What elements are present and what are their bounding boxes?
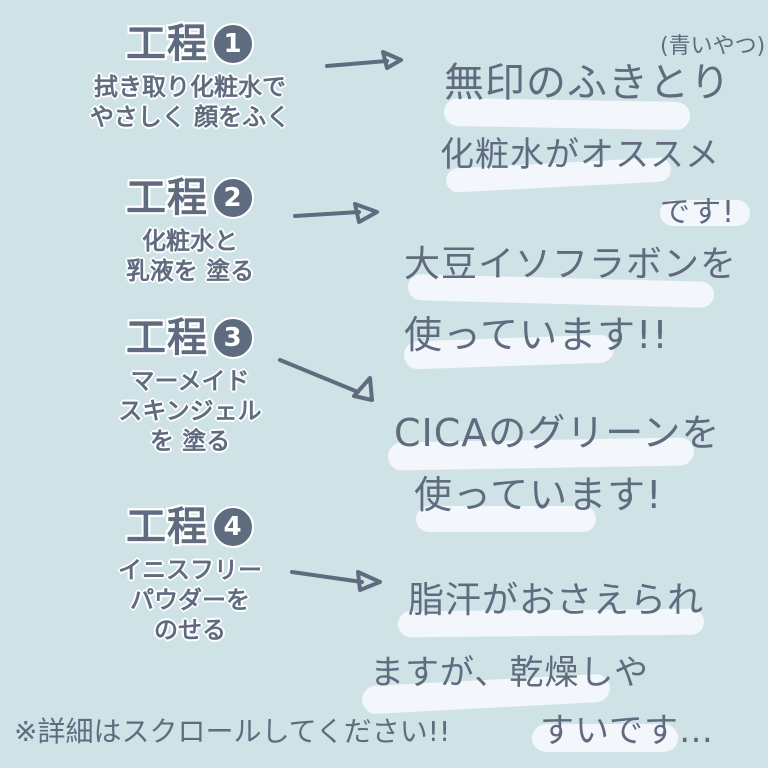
note-3-line-2: 使っています!	[414, 473, 663, 517]
highlight-stroke	[532, 724, 678, 752]
note-4-line-2: ますが、乾燥しや	[370, 653, 649, 693]
step-2-title: 工程 2	[40, 176, 340, 220]
step-3: 工程 3 マーメイド スキンジェル を 塗る	[40, 316, 340, 456]
step-2: 工程 2 化粧水と 乳液を 塗る	[40, 176, 340, 286]
note-4-line-1: 脂汗がおさえられ	[408, 580, 705, 621]
step-3-label: 工程	[126, 315, 208, 361]
step-2-number-badge: 2	[212, 177, 254, 219]
scroll-hint-footer: ※詳細はスクロールしてください!!	[14, 715, 451, 748]
step-3-number-badge: 3	[212, 317, 254, 359]
note-1-line-2: 化粧水がオススメ	[440, 135, 720, 175]
step-2-label: 工程	[126, 175, 208, 221]
right-arrow-icon	[278, 358, 374, 402]
note-3-line-1: CICAのグリーンを	[394, 411, 721, 455]
step-4: 工程 4 イニスフリー パウダーを のせる	[40, 505, 340, 645]
step-2-description: 化粧水と 乳液を 塗る	[125, 227, 255, 285]
right-arrow-icon	[293, 202, 379, 224]
note-2-line-1: 大豆イソフラボンを	[404, 244, 738, 285]
right-arrow-icon	[290, 570, 382, 592]
note-1-line-3: です!	[660, 195, 736, 230]
highlight-stroke	[660, 200, 750, 226]
step-4-number-badge: 4	[212, 506, 254, 548]
step-1: 工程 1 拭き取り化粧水で やさしく 顔をふく	[40, 22, 340, 132]
note-1-line-1: 無印のふきとり	[444, 60, 731, 106]
note-1-aside: (青いやつ)	[660, 34, 766, 59]
step-4-description: イニスフリー パウダーを のせる	[118, 556, 262, 644]
note-4-line-3: すいです…	[540, 711, 714, 751]
step-3-title: 工程 3	[40, 316, 340, 360]
step-4-title: 工程 4	[40, 505, 340, 549]
step-1-label: 工程	[126, 21, 208, 67]
note-2-line-2: 使っています!!	[404, 313, 669, 357]
right-arrow-icon	[325, 50, 403, 70]
step-1-title: 工程 1	[40, 22, 340, 66]
step-1-number-badge: 1	[212, 23, 254, 65]
highlight-stroke	[416, 506, 596, 532]
step-4-label: 工程	[126, 504, 208, 550]
step-3-description: マーメイド スキンジェル を 塗る	[118, 367, 262, 455]
step-1-description: 拭き取り化粧水で やさしく 顔をふく	[89, 73, 291, 131]
